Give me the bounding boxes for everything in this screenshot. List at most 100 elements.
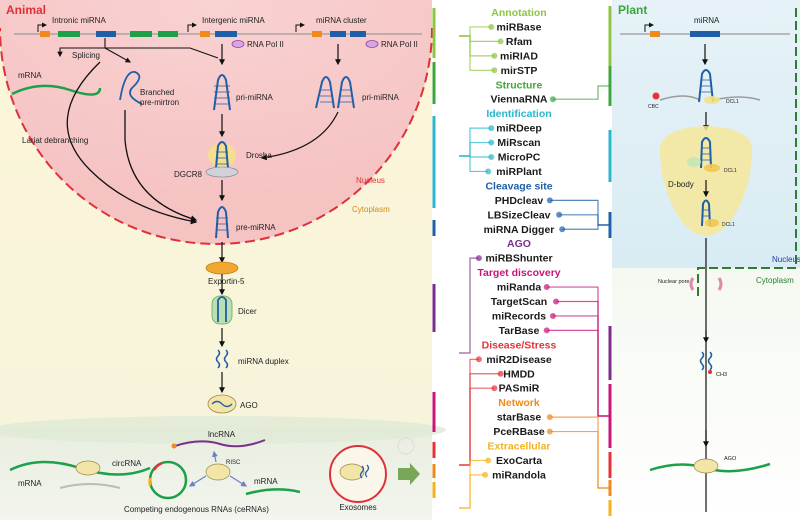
plant-pri-hairpin	[698, 69, 714, 103]
dbody-dcl1-icon	[704, 164, 720, 172]
exon-start	[40, 31, 50, 37]
cbc-icon	[652, 92, 660, 100]
category-identification: IdentificationmiRDeepMiRscanMicroPCmiRPl…	[432, 108, 612, 208]
branched-label-1: Branched	[140, 88, 174, 97]
plant-ago-label: AGO	[724, 456, 737, 462]
tool-name: MiRscan	[497, 137, 540, 149]
category-label: Extracellular	[487, 441, 550, 453]
methylated-duplex-icon	[699, 351, 713, 374]
dbody-dcl1-label: DCL1	[724, 168, 737, 174]
pre-mirna-hairpin	[215, 206, 229, 239]
promoter-arrow	[37, 22, 47, 32]
ch3-label: CH3	[716, 372, 727, 378]
intergenic-mirna	[215, 31, 237, 37]
exosome-mirna	[359, 464, 370, 479]
risc-arrow	[211, 450, 218, 463]
category-label: Structure	[496, 79, 543, 91]
dgcr8-label: DGCR8	[174, 170, 203, 179]
ago-label: AGO	[240, 401, 258, 410]
lariat-arrow	[124, 110, 198, 222]
tool-name: miRDeep	[496, 123, 542, 135]
tool-connector	[459, 358, 479, 466]
tool-connector	[546, 329, 610, 417]
plant-title: Plant	[618, 3, 647, 17]
category-label: Disease/Stress	[482, 339, 557, 351]
pol-ii-icon	[365, 40, 379, 48]
drosha-label: Drosha	[246, 151, 272, 160]
dicer-hairpin	[217, 296, 227, 322]
tool-connector	[459, 474, 486, 509]
cbc-label: CBC	[648, 104, 659, 110]
category-label: Annotation	[491, 7, 546, 19]
nuclear-pore-icon	[689, 277, 723, 291]
tool-connector	[459, 155, 489, 173]
dicer-label: Dicer	[238, 307, 257, 316]
plant-promoter-arrow	[644, 22, 654, 32]
tool-connector	[556, 300, 610, 417]
tool-connector	[459, 257, 479, 354]
promoter-arrow	[187, 22, 197, 32]
dbody-dcl1-label-2: DCL1	[722, 222, 735, 228]
pri-mirna-label: pri-miRNA	[236, 93, 274, 102]
lariat-label: Lariat debranching	[22, 136, 88, 145]
plant-nuclear-membrane	[697, 4, 797, 296]
tool-connector	[459, 35, 495, 71]
duplex-label: miRNA duplex	[238, 357, 289, 366]
intron-mirna	[96, 31, 116, 37]
tool-name: miRIAD	[500, 50, 538, 62]
tool-connector	[549, 416, 610, 489]
exosomes-label: Exosomes	[339, 503, 376, 512]
circrna-segment	[152, 461, 163, 471]
bottom-mrna-label: mRNA	[18, 479, 42, 488]
animal-nucleus	[0, 0, 432, 244]
tool-name: miRPlant	[496, 166, 542, 178]
secretion-arrow-icon	[398, 463, 420, 485]
mrna-label: mRNA	[18, 71, 42, 80]
tool-name: miRBase	[497, 21, 542, 33]
mrna-strand	[11, 84, 102, 96]
ago-bound-icon	[75, 460, 101, 476]
tool-name: ExoCarta	[496, 455, 542, 467]
faded-mrna	[59, 483, 121, 489]
tool-connector	[549, 430, 610, 489]
cerna-mrna-label: mRNA	[254, 477, 278, 486]
cerna-label: Competing endogenous RNAs (ceRNAs)	[124, 505, 269, 514]
cerna-mrna-strand	[245, 488, 301, 496]
plant-dcl1-label: DCL1	[726, 99, 739, 105]
tool-connector	[459, 459, 489, 509]
tool-connector	[552, 85, 610, 100]
pol-ii-label: RNA Pol II	[381, 40, 418, 49]
cluster-mirna	[350, 31, 366, 37]
tool-name: TarBase	[499, 325, 540, 337]
exon	[130, 31, 152, 37]
pol-ii-icon	[231, 40, 245, 48]
dbody-protein-icon	[687, 157, 701, 167]
nuclear-pore-label: Nuclear pore	[658, 279, 690, 285]
tool-name: MicroPC	[498, 152, 541, 164]
dgcr8-icon	[205, 166, 239, 178]
drosha-complex	[208, 143, 236, 167]
plant-dcl1-icon	[704, 96, 720, 104]
branched-pre-mirtron-icon	[119, 71, 143, 105]
promoter-arrow	[295, 22, 305, 32]
tool-name: starBase	[497, 412, 542, 424]
tool-name: miRecords	[492, 310, 546, 322]
pol-ii-label: RNA Pol II	[247, 40, 284, 49]
tool-name: Rfam	[506, 36, 532, 48]
tool-name: mirSTP	[501, 65, 538, 77]
cluster-pri-mirna-label: pri-miRNA	[362, 93, 400, 102]
cluster-mirna	[330, 31, 346, 37]
tool-connector	[559, 214, 610, 226]
drosha-hairpin	[215, 141, 229, 169]
pre-mirna-label: pre-miRNA	[236, 223, 276, 232]
tool-connector	[459, 387, 495, 466]
plant-panel: Plant miRNA DCL1 CBC DCL1 D-body	[612, 0, 800, 520]
tool-connector	[459, 35, 501, 42]
tool-name: PHDcleav	[495, 195, 544, 207]
tool-name: ViennaRNA	[491, 94, 548, 106]
lncrna-cap	[171, 443, 177, 449]
category-label: Network	[498, 397, 540, 409]
